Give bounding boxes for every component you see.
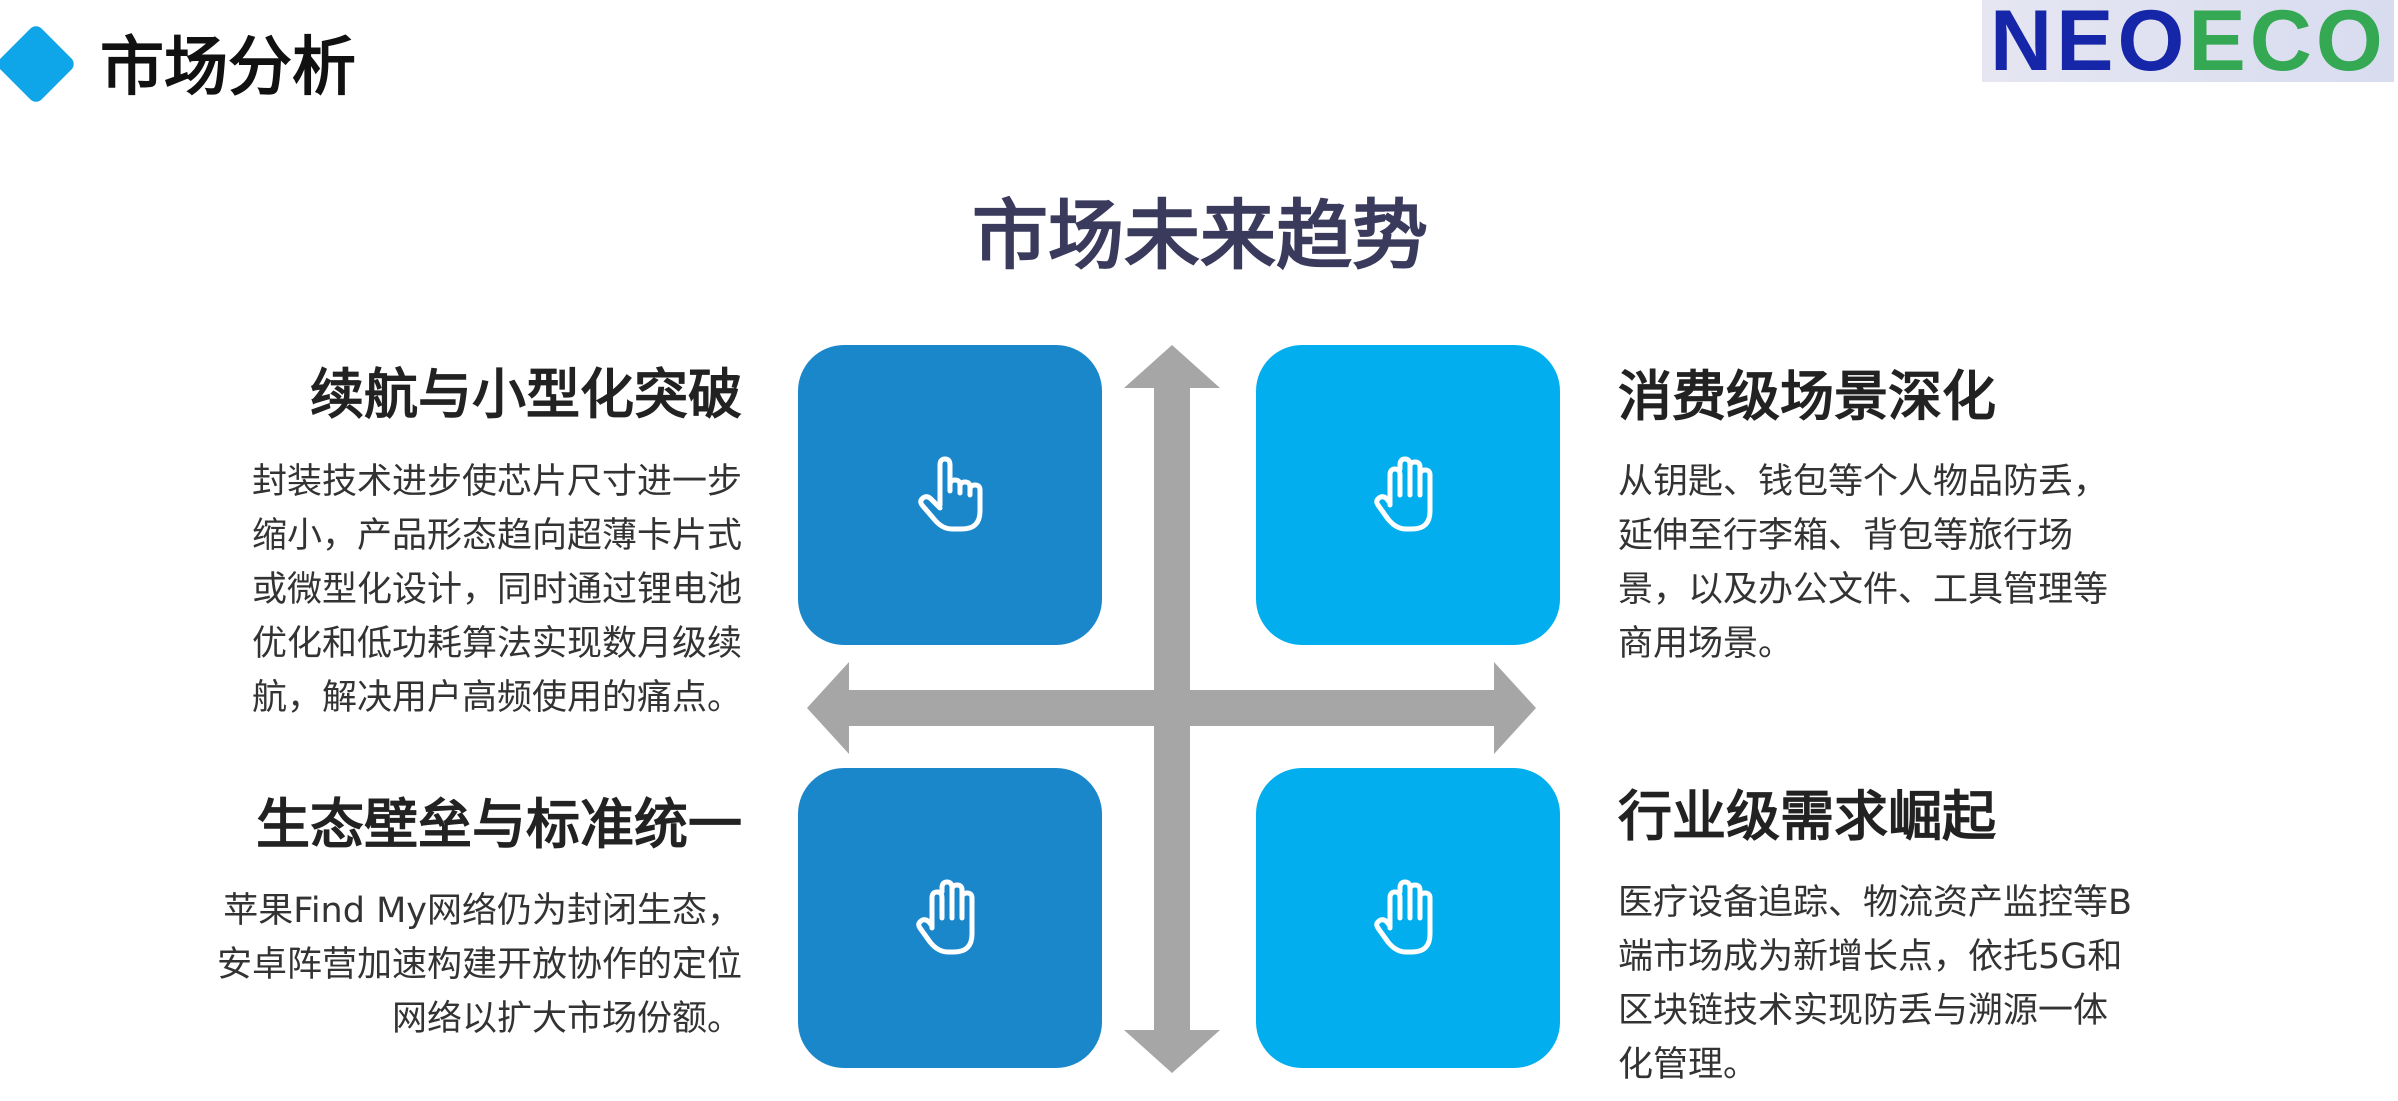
logo-eco-text: ECO	[2188, 0, 2387, 82]
tile-top-right	[1256, 345, 1560, 645]
horizontal-arrow	[807, 662, 1536, 754]
section-title-ecosystem: 生态壁垒与标准统一	[256, 793, 742, 856]
tile-bottom-left	[798, 768, 1102, 1068]
hand-icon	[1374, 456, 1433, 532]
logo-neo-text: NEO	[1990, 0, 2189, 82]
section-body-ecosystem: 苹果Find My网络仍为封闭生态，安卓阵营加速构建开放协作的定位网络以扩大市场…	[216, 891, 742, 1039]
logo-text: NEOECO	[1990, 0, 2387, 82]
section-title-industry: 行业级需求崛起	[1618, 785, 1996, 848]
pointing-hand-icon	[918, 456, 983, 532]
neoeco-logo: NEOECO	[1982, 0, 2394, 82]
section-body-battery: 封装技术进步使芯片尺寸进一步缩小，产品形态趋向超薄卡片式或微型化设计，同时通过锂…	[251, 462, 742, 718]
section-body-consumer: 从钥匙、钱包等个人物品防丢，延伸至行李箱、背包等旅行场景，以及办公文件、工具管理…	[1618, 462, 2109, 664]
page-title: 市场分析	[100, 31, 356, 105]
section-title-battery: 续航与小型化突破	[310, 363, 742, 426]
section-body-industry: 医疗设备追踪、物流资产监控等B端市场成为新增长点，依托5G和区块链技术实现防丢与…	[1618, 883, 2133, 1085]
tile-bottom-right	[1256, 768, 1560, 1068]
hand-icon	[1374, 879, 1433, 955]
hand-icon	[916, 879, 975, 955]
tile-top-left	[798, 345, 1102, 645]
section-title-consumer: 消费级场景深化	[1618, 365, 1996, 428]
main-title: 市场未来趋势	[972, 191, 1428, 280]
